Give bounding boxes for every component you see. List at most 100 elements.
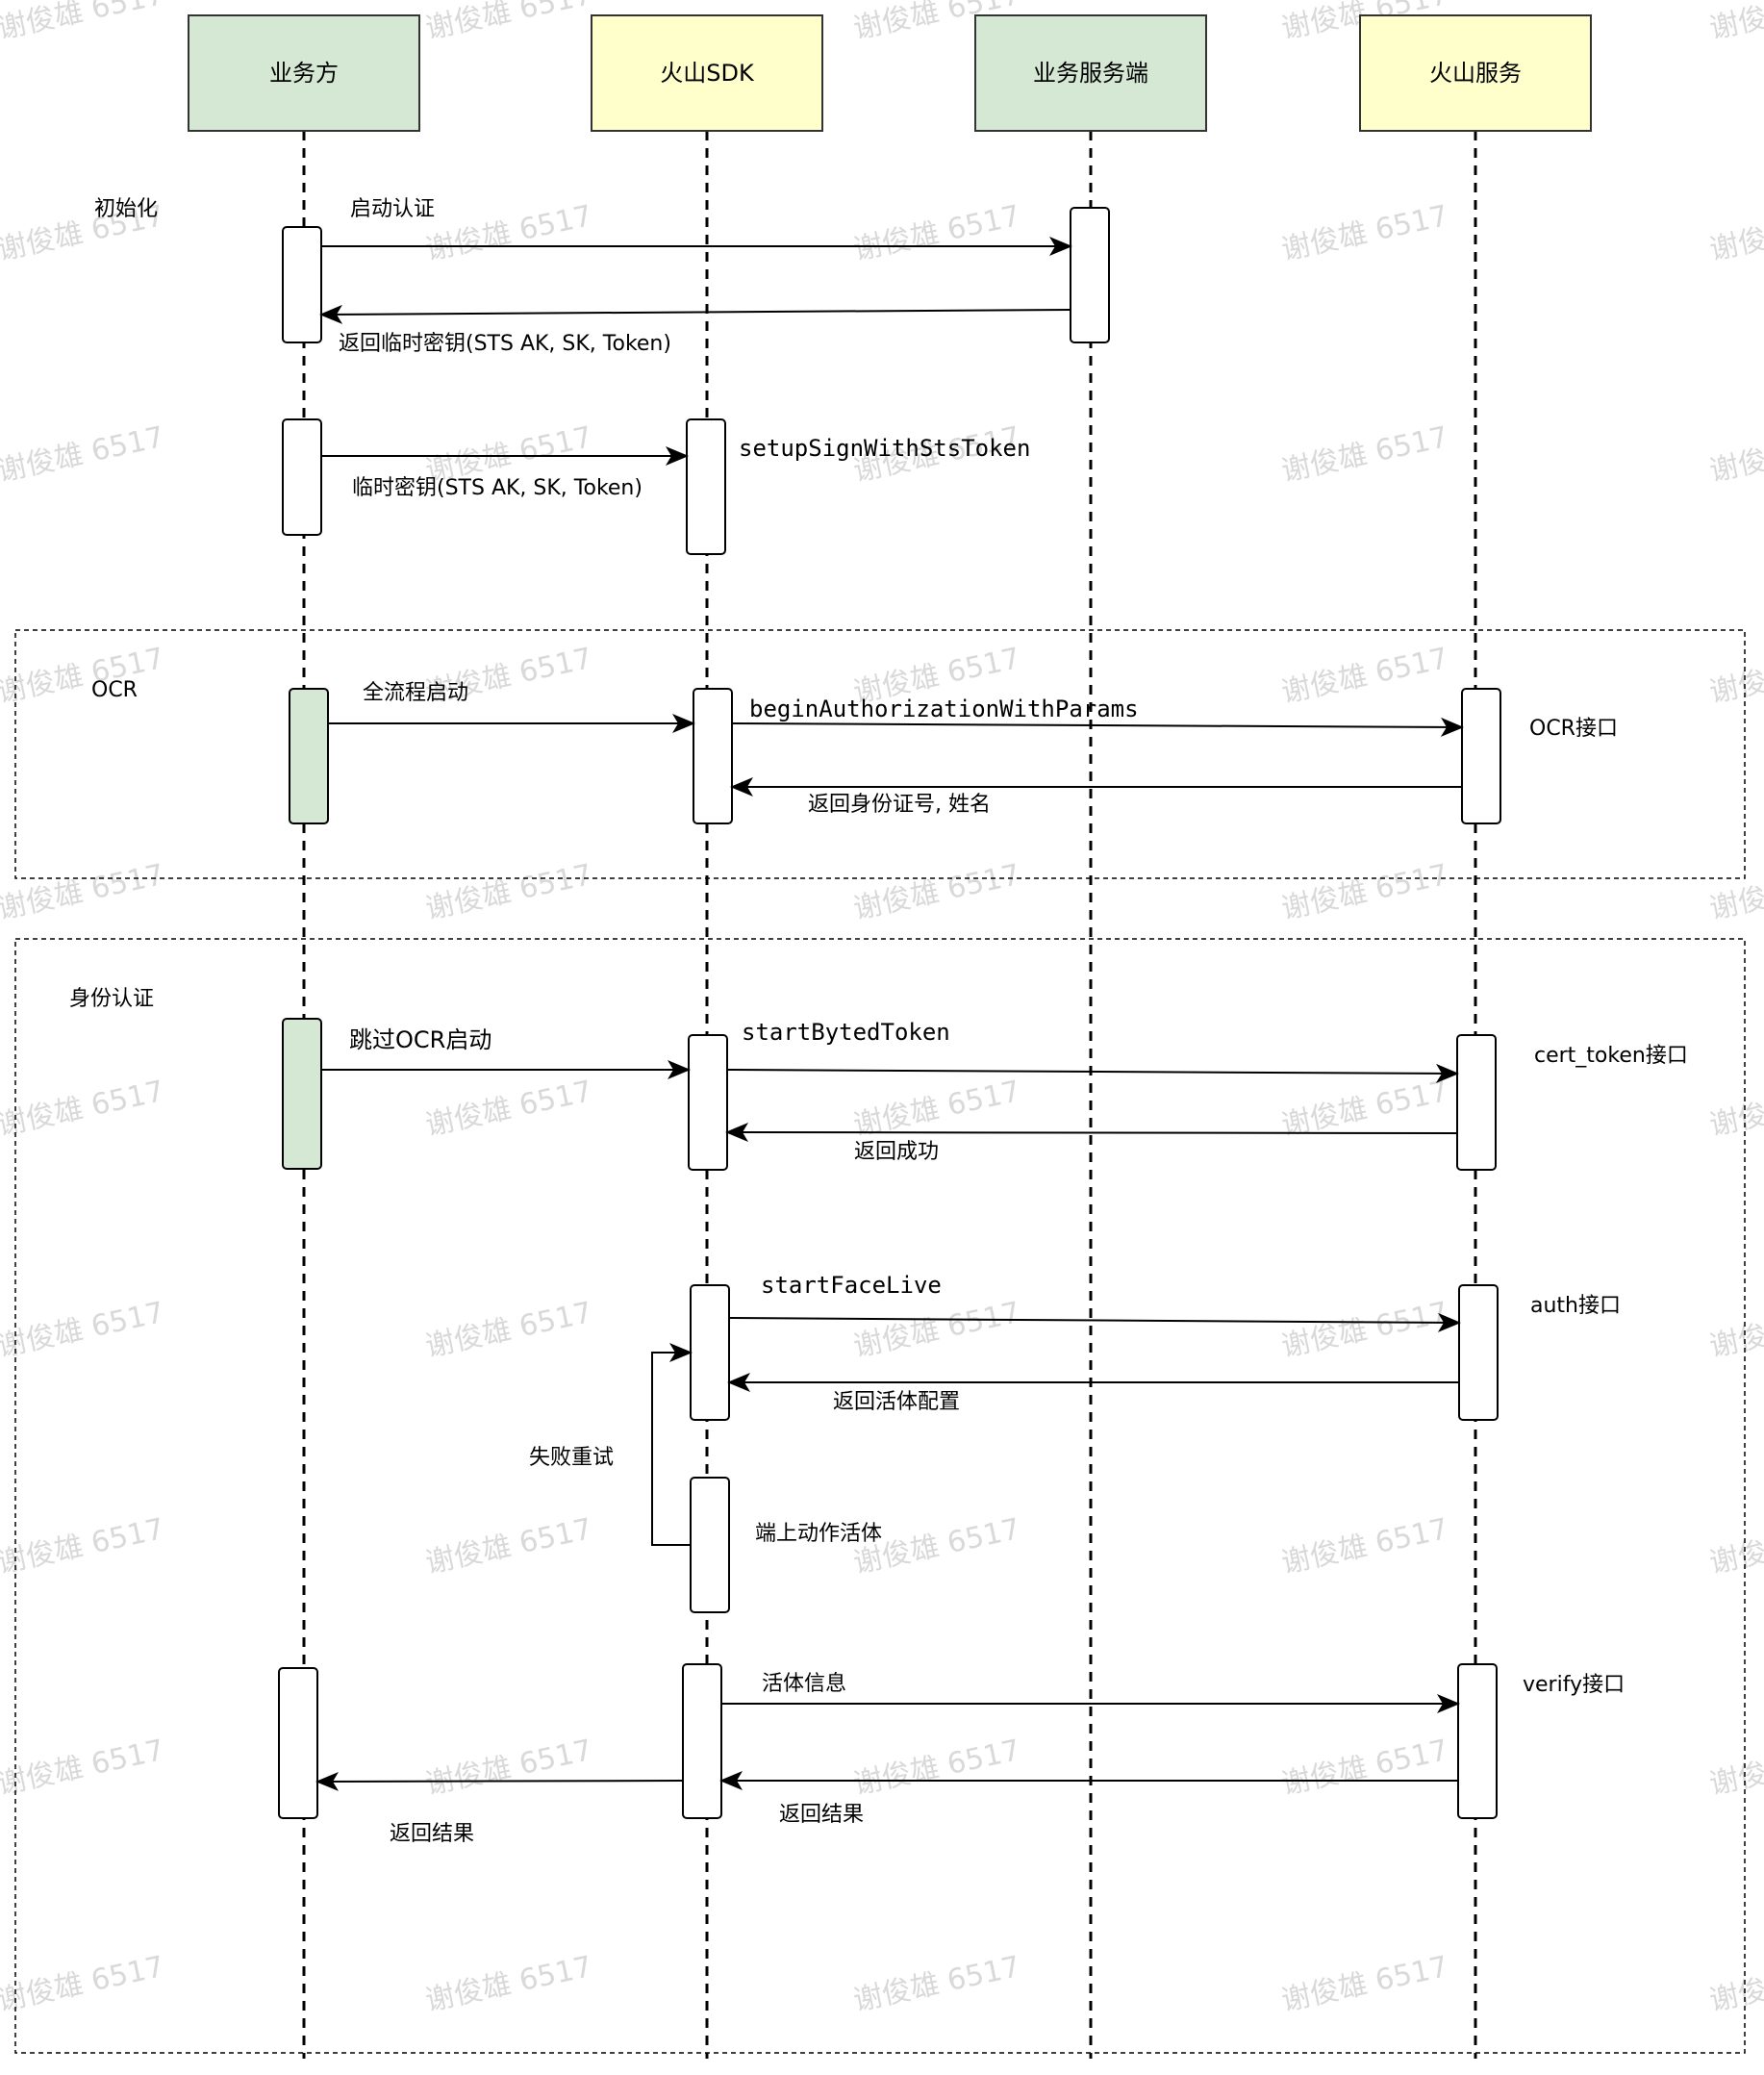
- watermark-text: 谢俊雄 6517: [422, 1733, 594, 1802]
- label-return-success: 返回成功: [854, 1140, 939, 1164]
- watermark-text: 谢俊雄 6517: [1278, 199, 1450, 267]
- section-label-init: 初始化: [94, 197, 158, 221]
- watermark-text: 谢俊雄 6517: [0, 1950, 167, 2018]
- arrow-return-temp-key: [319, 304, 1071, 324]
- participant-label: 火山服务: [1429, 60, 1522, 87]
- watermark-text: 谢俊雄 6517: [422, 199, 594, 267]
- arrow-return-success: [725, 1123, 1458, 1143]
- participant-server[interactable]: 业务服务端: [974, 14, 1207, 132]
- watermark-text: 谢俊雄 6517: [850, 858, 1022, 926]
- label-return-temp-key: 返回临时密钥(STS AK, SK, Token): [339, 332, 671, 356]
- label-setup-sign: setupSignWithStsToken: [739, 435, 1030, 462]
- label-liveness-info: 活体信息: [762, 1672, 846, 1696]
- activation-biz-init-1: [282, 226, 322, 343]
- watermark-text: 谢俊雄 6517: [850, 1296, 1022, 1364]
- watermark-text: 谢俊雄 6517: [1278, 1733, 1450, 1802]
- watermark-text: 谢俊雄 6517: [1706, 1950, 1764, 2018]
- watermark-text: 谢俊雄 6517: [0, 642, 167, 710]
- participant-sdk[interactable]: 火山SDK: [591, 14, 823, 132]
- activation-volc-auth: [1458, 1284, 1499, 1421]
- activation-bars: [278, 207, 1501, 1819]
- identity-section-frame: [14, 938, 1746, 2054]
- watermark-text: 谢俊雄 6517: [0, 1733, 167, 1802]
- participant-biz[interactable]: 业务方: [188, 14, 420, 132]
- arrow-begin-auth: [731, 717, 1464, 737]
- activation-sdk-face: [690, 1284, 730, 1421]
- watermark-text: 谢俊雄 6517: [1706, 0, 1764, 46]
- label-return-liveness-config: 返回活体配置: [833, 1390, 960, 1414]
- watermark-layer: 谢俊雄 6517 谢俊雄 6517 谢俊雄 6517 谢俊雄 6517 谢俊雄 6517…: [0, 0, 1764, 2018]
- watermark-text: 谢俊雄 6517: [1706, 420, 1764, 489]
- watermark-text: 谢俊雄 6517: [1706, 1075, 1764, 1143]
- watermark-text: 谢俊雄 6517: [0, 1075, 167, 1143]
- activation-biz-init-2: [282, 418, 322, 536]
- activation-biz-result: [278, 1667, 318, 1819]
- activation-volc-token: [1456, 1034, 1497, 1171]
- watermark-text: 谢俊雄 6517: [422, 858, 594, 926]
- activation-server-init: [1070, 207, 1110, 343]
- endpoint-cert-token: cert_token接口: [1534, 1044, 1688, 1068]
- watermark-text: 谢俊雄 6517: [1706, 1733, 1764, 1802]
- watermark-text: 谢俊雄 6517: [422, 1075, 594, 1143]
- watermark-text: 谢俊雄 6517: [0, 1296, 167, 1364]
- label-begin-auth: beginAuthorizationWithParams: [749, 696, 1139, 722]
- watermark-text: 谢俊雄 6517: [1706, 1296, 1764, 1364]
- label-skip-ocr-start: 跳过OCR启动: [349, 1026, 491, 1053]
- label-start-face-live: startFaceLive: [761, 1272, 942, 1299]
- label-temp-key: 临时密钥(STS AK, SK, Token): [352, 476, 643, 500]
- arrow-start-face-live: [728, 1312, 1461, 1332]
- label-start-byted-token: startBytedToken: [742, 1019, 950, 1046]
- watermark-text: 谢俊雄 6517: [422, 0, 594, 46]
- label-return-result-sdk: 返回结果: [779, 1803, 864, 1827]
- watermark-text: 谢俊雄 6517: [1278, 1512, 1450, 1581]
- endpoint-ocr: OCR接口: [1529, 717, 1618, 741]
- watermark-text: 谢俊雄 6517: [1278, 1950, 1450, 2018]
- activation-biz-identity: [282, 1018, 322, 1170]
- activation-sdk-init: [686, 418, 726, 555]
- activation-sdk-liveness: [690, 1477, 730, 1613]
- participant-label: 业务服务端: [1033, 60, 1148, 87]
- watermark-text: 谢俊雄 6517: [422, 1950, 594, 2018]
- section-label-ocr: OCR: [91, 678, 138, 702]
- participant-volc[interactable]: 火山服务: [1359, 14, 1592, 132]
- label-full-flow-start: 全流程启动: [363, 681, 468, 705]
- activation-sdk-ocr: [693, 688, 733, 824]
- endpoint-auth: auth接口: [1530, 1294, 1621, 1318]
- message-arrows: [315, 237, 1464, 1791]
- arrow-return-result-biz: [315, 1771, 684, 1791]
- watermark-text: 谢俊雄 6517: [850, 1733, 1022, 1802]
- activation-sdk-verify: [682, 1663, 722, 1819]
- arrow-start-byted-token: [726, 1063, 1459, 1083]
- label-start-auth: 启动认证: [350, 197, 435, 221]
- activation-sdk-token: [688, 1034, 728, 1171]
- watermark-text: 谢俊雄 6517: [1706, 199, 1764, 267]
- watermark-text: 谢俊雄 6517: [1706, 1512, 1764, 1581]
- activation-volc-ocr: [1461, 688, 1501, 824]
- activation-volc-verify: [1457, 1663, 1498, 1819]
- watermark-text: 谢俊雄 6517: [1278, 858, 1450, 926]
- endpoint-verify: verify接口: [1523, 1673, 1625, 1697]
- section-label-identity: 身份认证: [69, 987, 154, 1011]
- watermark-text: 谢俊雄 6517: [1706, 642, 1764, 710]
- watermark-text: 谢俊雄 6517: [850, 1950, 1022, 2018]
- participant-label: 业务方: [269, 60, 339, 87]
- watermark-text: 谢俊雄 6517: [0, 858, 167, 926]
- watermark-text: 谢俊雄 6517: [0, 0, 167, 46]
- label-fail-retry: 失败重试: [529, 1446, 614, 1470]
- watermark-text: 谢俊雄 6517: [1278, 642, 1450, 710]
- label-on-device-liveness: 端上动作活体: [755, 1522, 882, 1546]
- watermark-text: 谢俊雄 6517: [1278, 420, 1450, 489]
- participant-label: 火山SDK: [660, 60, 755, 87]
- watermark-text: 谢俊雄 6517: [422, 1512, 594, 1581]
- ocr-section-frame: [14, 629, 1746, 879]
- watermark-text: 谢俊雄 6517: [0, 1512, 167, 1581]
- watermark-text: 谢俊雄 6517: [0, 420, 167, 489]
- label-return-id-name: 返回身份证号, 姓名: [808, 793, 991, 817]
- watermark-text: 谢俊雄 6517: [1278, 1296, 1450, 1364]
- arrow-fail-retry: [651, 1343, 693, 1546]
- activation-biz-ocr: [289, 688, 329, 824]
- watermark-text: 谢俊雄 6517: [850, 199, 1022, 267]
- watermark-text: 谢俊雄 6517: [422, 1296, 594, 1364]
- watermark-text: 谢俊雄 6517: [1706, 858, 1764, 926]
